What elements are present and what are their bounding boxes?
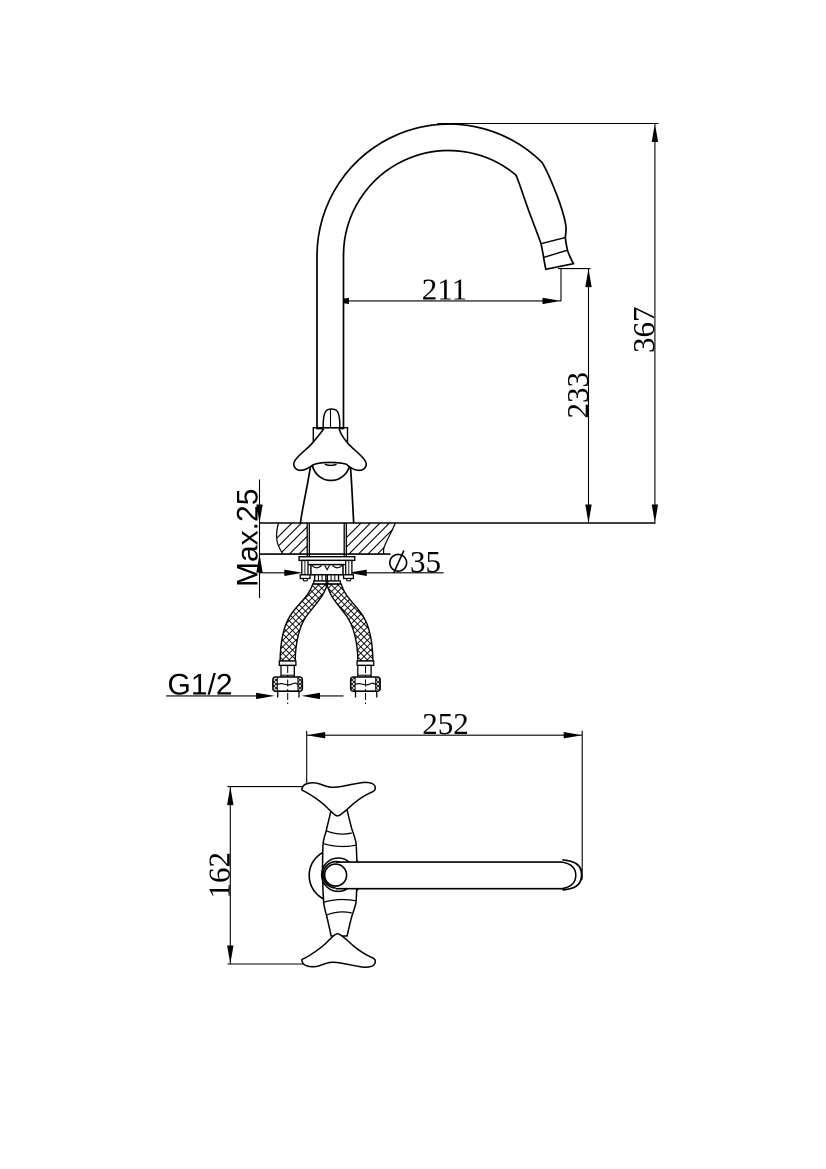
svg-text:211: 211 <box>422 272 467 307</box>
svg-text:162: 162 <box>202 852 237 899</box>
svg-text:233: 233 <box>560 372 595 419</box>
svg-text:35: 35 <box>410 544 441 579</box>
svg-text:367: 367 <box>626 307 661 354</box>
svg-text:Max.25: Max.25 <box>232 489 265 587</box>
svg-text:G1/2: G1/2 <box>168 669 233 702</box>
svg-text:252: 252 <box>422 706 469 741</box>
